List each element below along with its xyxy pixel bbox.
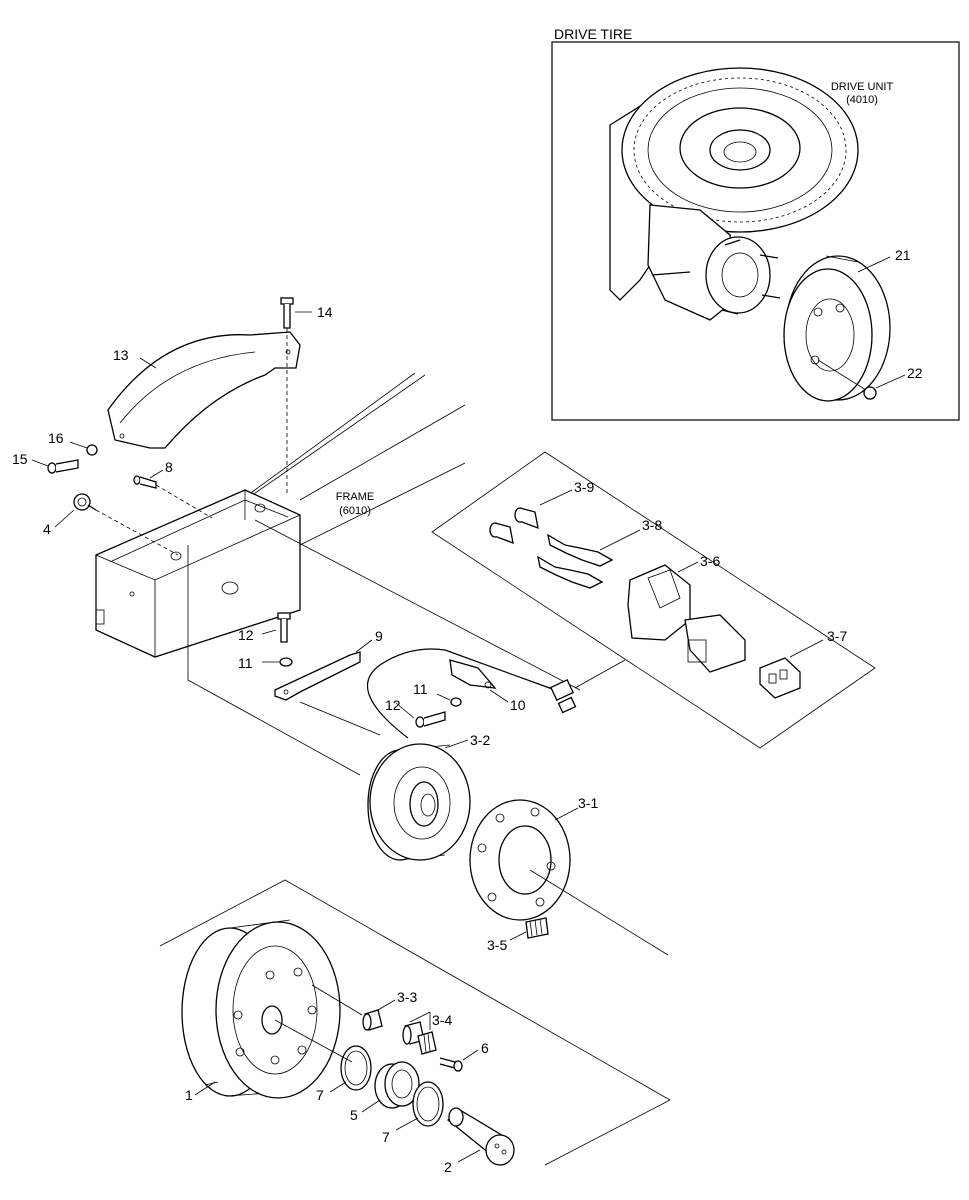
washer-11-upper — [279, 657, 293, 667]
callout-6: 6 — [481, 1040, 489, 1056]
drive-tire — [783, 255, 891, 402]
snap-ring-7-lower — [412, 1081, 444, 1127]
callout-3-7: 3-7 — [827, 628, 847, 644]
callout-12-upper: 12 — [238, 627, 254, 643]
callout-22: 22 — [907, 365, 923, 381]
callout-3-9: 3-9 — [574, 479, 594, 495]
callout-11-upper: 11 — [238, 655, 253, 671]
load-wheel-panel — [159, 879, 671, 1166]
brake-disc-3-1 — [469, 799, 571, 921]
bushing-3-3 — [362, 1009, 383, 1031]
callout-9: 9 — [375, 628, 383, 644]
bolt-15 — [47, 459, 79, 474]
retainer-3-7 — [759, 657, 801, 699]
callout-15: 15 — [12, 451, 28, 467]
spring-3-5 — [525, 917, 549, 939]
seal-3-9 — [489, 507, 539, 545]
sensor-cable — [366, 648, 556, 739]
cable-connector — [550, 678, 577, 714]
terminal-3-8 — [537, 533, 614, 589]
bolt-8 — [133, 475, 213, 519]
washer-11-lower — [450, 697, 462, 707]
assembly-outline — [187, 545, 361, 776]
callout-14: 14 — [317, 304, 333, 320]
caster-wheel-3-2 — [367, 743, 471, 861]
callout-10: 10 — [510, 697, 526, 713]
callout-4: 4 — [43, 521, 51, 537]
callout-16: 16 — [48, 430, 64, 446]
callout-3-2: 3-2 — [470, 732, 490, 748]
callout-3-3: 3-3 — [397, 989, 417, 1005]
bolt-12-upper — [277, 612, 291, 643]
sensor-plate-9 — [274, 651, 381, 736]
callout-7-lower: 7 — [382, 1129, 390, 1145]
fender — [107, 331, 301, 449]
frame-rails: FRAME (6010) — [199, 372, 466, 546]
callout-8: 8 — [165, 459, 173, 475]
inset-frame — [551, 41, 960, 421]
housing-3-6 — [627, 564, 746, 673]
snap-ring-7-upper — [340, 1045, 372, 1091]
drive-wheel-nut — [863, 386, 877, 400]
wheel-hub — [705, 236, 771, 314]
callout-3-6: 3-6 — [700, 553, 720, 569]
callout-11-lower: 11 — [413, 681, 428, 697]
callout-7-upper: 7 — [316, 1087, 324, 1103]
callout-2: 2 — [444, 1159, 452, 1175]
axle-2 — [446, 1107, 515, 1166]
bolt-14 — [280, 297, 294, 495]
drive-tire-inset: DRIVE TIRE DRIVE UNIT (4010) — [551, 26, 960, 421]
callout-5: 5 — [350, 1107, 358, 1123]
washer-16 — [86, 444, 98, 456]
callout-3-1: 3-1 — [578, 795, 598, 811]
callout-13: 13 — [113, 347, 129, 363]
connector-panel — [431, 451, 876, 749]
bolt-12-lower — [415, 711, 446, 728]
caster-bracket — [95, 489, 301, 658]
inset-title: DRIVE TIRE — [554, 26, 632, 42]
frame-code: (6010) — [339, 505, 371, 517]
screw-6 — [439, 1057, 463, 1072]
frame-label: FRAME — [336, 491, 375, 503]
load-wheel-1 — [181, 919, 341, 1099]
callout-3-5: 3-5 — [487, 937, 507, 953]
callout-12-lower: 12 — [385, 697, 401, 713]
tire-face — [783, 268, 873, 402]
drive-unit-label: DRIVE UNIT — [831, 81, 894, 93]
callout-3-4: 3-4 — [432, 1012, 452, 1028]
bearing-5 — [374, 1061, 420, 1109]
pin-3-4 — [402, 1021, 437, 1055]
callout-21: 21 — [895, 247, 911, 263]
drive-unit-drawing — [609, 67, 859, 321]
drive-unit-code: (4010) — [846, 94, 878, 106]
sensor-10 — [449, 659, 497, 689]
callout-1: 1 — [185, 1087, 193, 1103]
callout-3-8: 3-8 — [642, 517, 662, 533]
king-pin-4 — [73, 493, 179, 556]
